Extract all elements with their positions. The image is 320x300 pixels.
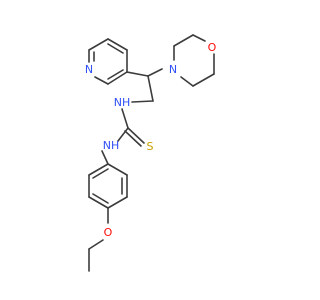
bond	[121, 108, 129, 129]
bond	[94, 76, 109, 85]
bond	[192, 34, 206, 42]
bond	[107, 38, 128, 51]
bond	[107, 163, 128, 176]
pyridine-ring	[88, 38, 128, 85]
phenyl-ring	[88, 150, 128, 209]
bond	[192, 73, 215, 87]
bond	[107, 69, 124, 80]
thiourea-core	[117, 108, 145, 147]
bond	[173, 34, 194, 47]
bond	[147, 68, 163, 77]
bond	[88, 38, 109, 51]
sulfur-label: S	[147, 140, 154, 153]
morpholine-nitrogen-label: N	[169, 63, 177, 76]
bond	[101, 150, 109, 165]
bond	[107, 196, 128, 209]
ethoxy-group	[88, 207, 109, 272]
bond	[88, 163, 109, 176]
morpholine-ring	[173, 34, 215, 87]
morpholine-oxygen-label: O	[208, 41, 217, 54]
bond	[147, 75, 154, 102]
bond	[107, 71, 128, 85]
structure-canvas: N N O NH S NH O	[85, 34, 217, 272]
bond	[92, 193, 109, 204]
bond	[88, 239, 104, 250]
bond	[124, 130, 142, 147]
ether-oxygen-label: O	[104, 226, 113, 239]
lower-amine-label: NH	[103, 139, 120, 152]
bond	[92, 168, 109, 179]
bond	[107, 43, 124, 54]
bond	[117, 127, 129, 142]
bond	[126, 71, 149, 77]
bond	[131, 100, 154, 103]
upper-amine-label: NH	[114, 96, 131, 109]
pyridine-nitrogen-label: N	[85, 63, 93, 76]
bond	[88, 196, 109, 209]
ethyl-chain	[126, 68, 163, 103]
bond	[180, 76, 194, 87]
molecule-diagram: N N O NH S NH O	[85, 34, 217, 272]
bond	[127, 127, 145, 144]
